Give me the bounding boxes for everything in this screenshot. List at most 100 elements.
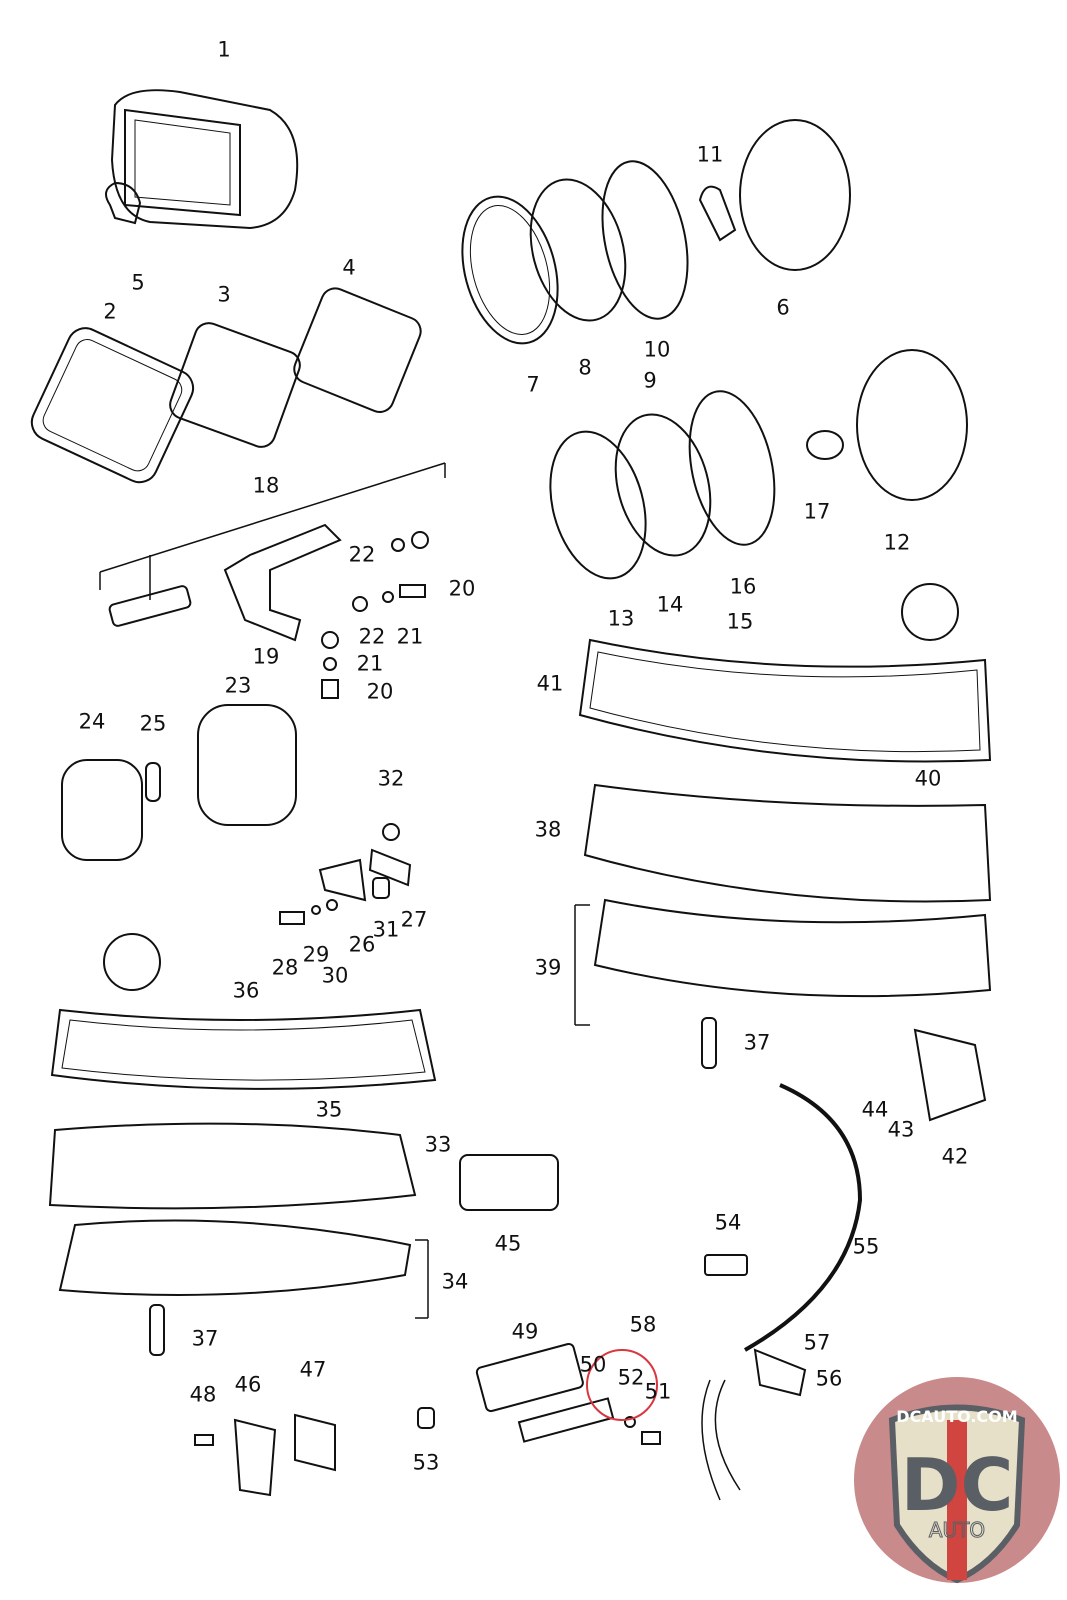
- note-symbol: [901, 583, 959, 641]
- callout-label-2: 2: [103, 299, 117, 324]
- callout-label-19: 19: [252, 644, 280, 669]
- part-6-lamp: [739, 119, 851, 271]
- callout-label-41: 41: [536, 671, 564, 696]
- callout-label-43: 43: [887, 1117, 915, 1142]
- callout-label-13: 13: [607, 606, 635, 631]
- callout-label-21: 21: [396, 624, 424, 649]
- callout-label-35: 35: [315, 1097, 343, 1122]
- part-54-connector: [704, 1254, 748, 1276]
- callout-label-4: 4: [342, 255, 356, 280]
- part-12-lamp: [856, 349, 968, 501]
- callout-label-56: 56: [815, 1366, 843, 1391]
- part-42-housing: [913, 1028, 987, 1122]
- callout-label-22: 22: [348, 542, 376, 567]
- callout-label-54: 54: [714, 1210, 742, 1235]
- callout-label-32: 32: [377, 766, 405, 791]
- callout-label-5: 5: [131, 270, 145, 295]
- part-34-lens: [58, 1219, 412, 1296]
- part-45-side-marker: [459, 1154, 559, 1211]
- svg-text:AUTO: AUTO: [929, 1518, 985, 1542]
- callout-label-37: 37: [191, 1326, 219, 1351]
- callout-label-38: 38: [534, 817, 562, 842]
- callout-label-40: 40: [914, 766, 942, 791]
- part-14-lens: [614, 413, 712, 557]
- callout-label-49: 49: [511, 1319, 539, 1344]
- part-3-lens: [169, 322, 301, 448]
- dcauto-logo: DCAUTO.COM DC AUTO: [854, 1377, 1060, 1584]
- callout-label-3: 3: [217, 282, 231, 307]
- callout-label-7: 7: [526, 372, 540, 397]
- part-47-gasket: [294, 1413, 336, 1472]
- callout-label-6: 6: [776, 295, 790, 320]
- callout-label-11: 11: [696, 142, 724, 167]
- callout-label-36: 36: [232, 978, 260, 1003]
- callout-label-28: 28: [271, 955, 299, 980]
- callout-label-8: 8: [578, 355, 592, 380]
- callout-label-9: 9: [643, 368, 657, 393]
- part-16-gasket: [688, 390, 776, 546]
- callout-label-23: 23: [224, 673, 252, 698]
- callout-label-58: 58: [629, 1312, 657, 1337]
- svg-text:DC: DC: [901, 1443, 1014, 1527]
- callout-label-31: 31: [372, 917, 400, 942]
- part-56-plate: [753, 1348, 807, 1397]
- part-24-lens: [61, 759, 143, 861]
- callout-label-20: 20: [448, 576, 476, 601]
- callout-label-26: 26: [348, 932, 376, 957]
- callout-label-44: 44: [861, 1097, 889, 1122]
- callout-label-14: 14: [656, 592, 684, 617]
- callout-label-22: 22: [358, 624, 386, 649]
- svg-text:DCAUTO.COM: DCAUTO.COM: [896, 1407, 1017, 1426]
- callout-label-16: 16: [729, 574, 757, 599]
- callout-label-51: 51: [644, 1379, 672, 1404]
- part-screw: [108, 585, 192, 627]
- callout-label-33: 33: [424, 1132, 452, 1157]
- callout-label-17: 17: [803, 499, 831, 524]
- callout-label-21: 21: [356, 651, 384, 676]
- part-36-gasket: [50, 1008, 437, 1090]
- callout-label-42: 42: [941, 1144, 969, 1169]
- callout-label-10: 10: [643, 337, 671, 362]
- callout-label-45: 45: [494, 1231, 522, 1256]
- callout-label-48: 48: [189, 1382, 217, 1407]
- callout-label-57: 57: [803, 1330, 831, 1355]
- callout-label-39: 39: [534, 955, 562, 980]
- part-4-gasket: [293, 287, 422, 413]
- callout-label-50: 50: [579, 1352, 607, 1377]
- callout-label-12: 12: [883, 530, 911, 555]
- callout-label-30: 30: [321, 963, 349, 988]
- note-symbol: [103, 933, 161, 991]
- callout-label-34: 34: [441, 1269, 469, 1294]
- part-39-lens: [593, 898, 992, 998]
- callout-label-46: 46: [234, 1372, 262, 1397]
- callout-label-55: 55: [852, 1234, 880, 1259]
- part-2-frame: [30, 327, 195, 484]
- highlight-circle: [586, 1349, 658, 1421]
- part-50-lens: [517, 1397, 615, 1443]
- part-25-bulb: [145, 762, 161, 802]
- part-23-lamp: [197, 704, 297, 826]
- callout-label-24: 24: [78, 709, 106, 734]
- part-13-ring: [549, 430, 647, 580]
- part-55-cable: [744, 1083, 863, 1352]
- part-8-lens: [529, 178, 627, 322]
- callout-label-27: 27: [400, 907, 428, 932]
- part-19-bracket: [223, 523, 342, 642]
- part-17-bulb: [806, 430, 844, 460]
- part-33-lens: [48, 1122, 417, 1210]
- part-49-license-lamp: [475, 1342, 584, 1413]
- callout-label-52: 52: [617, 1365, 645, 1390]
- callout-label-29: 29: [302, 942, 330, 967]
- part-18-bracket-set: [99, 462, 446, 600]
- part-38-lens: [583, 783, 992, 903]
- callout-label-1: 1: [217, 37, 231, 62]
- part-5-bulb: [105, 181, 142, 225]
- part-11-bulb: [698, 185, 737, 242]
- callout-label-15: 15: [726, 609, 754, 634]
- callout-label-25: 25: [139, 711, 167, 736]
- callout-label-47: 47: [299, 1357, 327, 1382]
- callout-label-53: 53: [412, 1450, 440, 1475]
- part-41-gasket: [578, 638, 992, 763]
